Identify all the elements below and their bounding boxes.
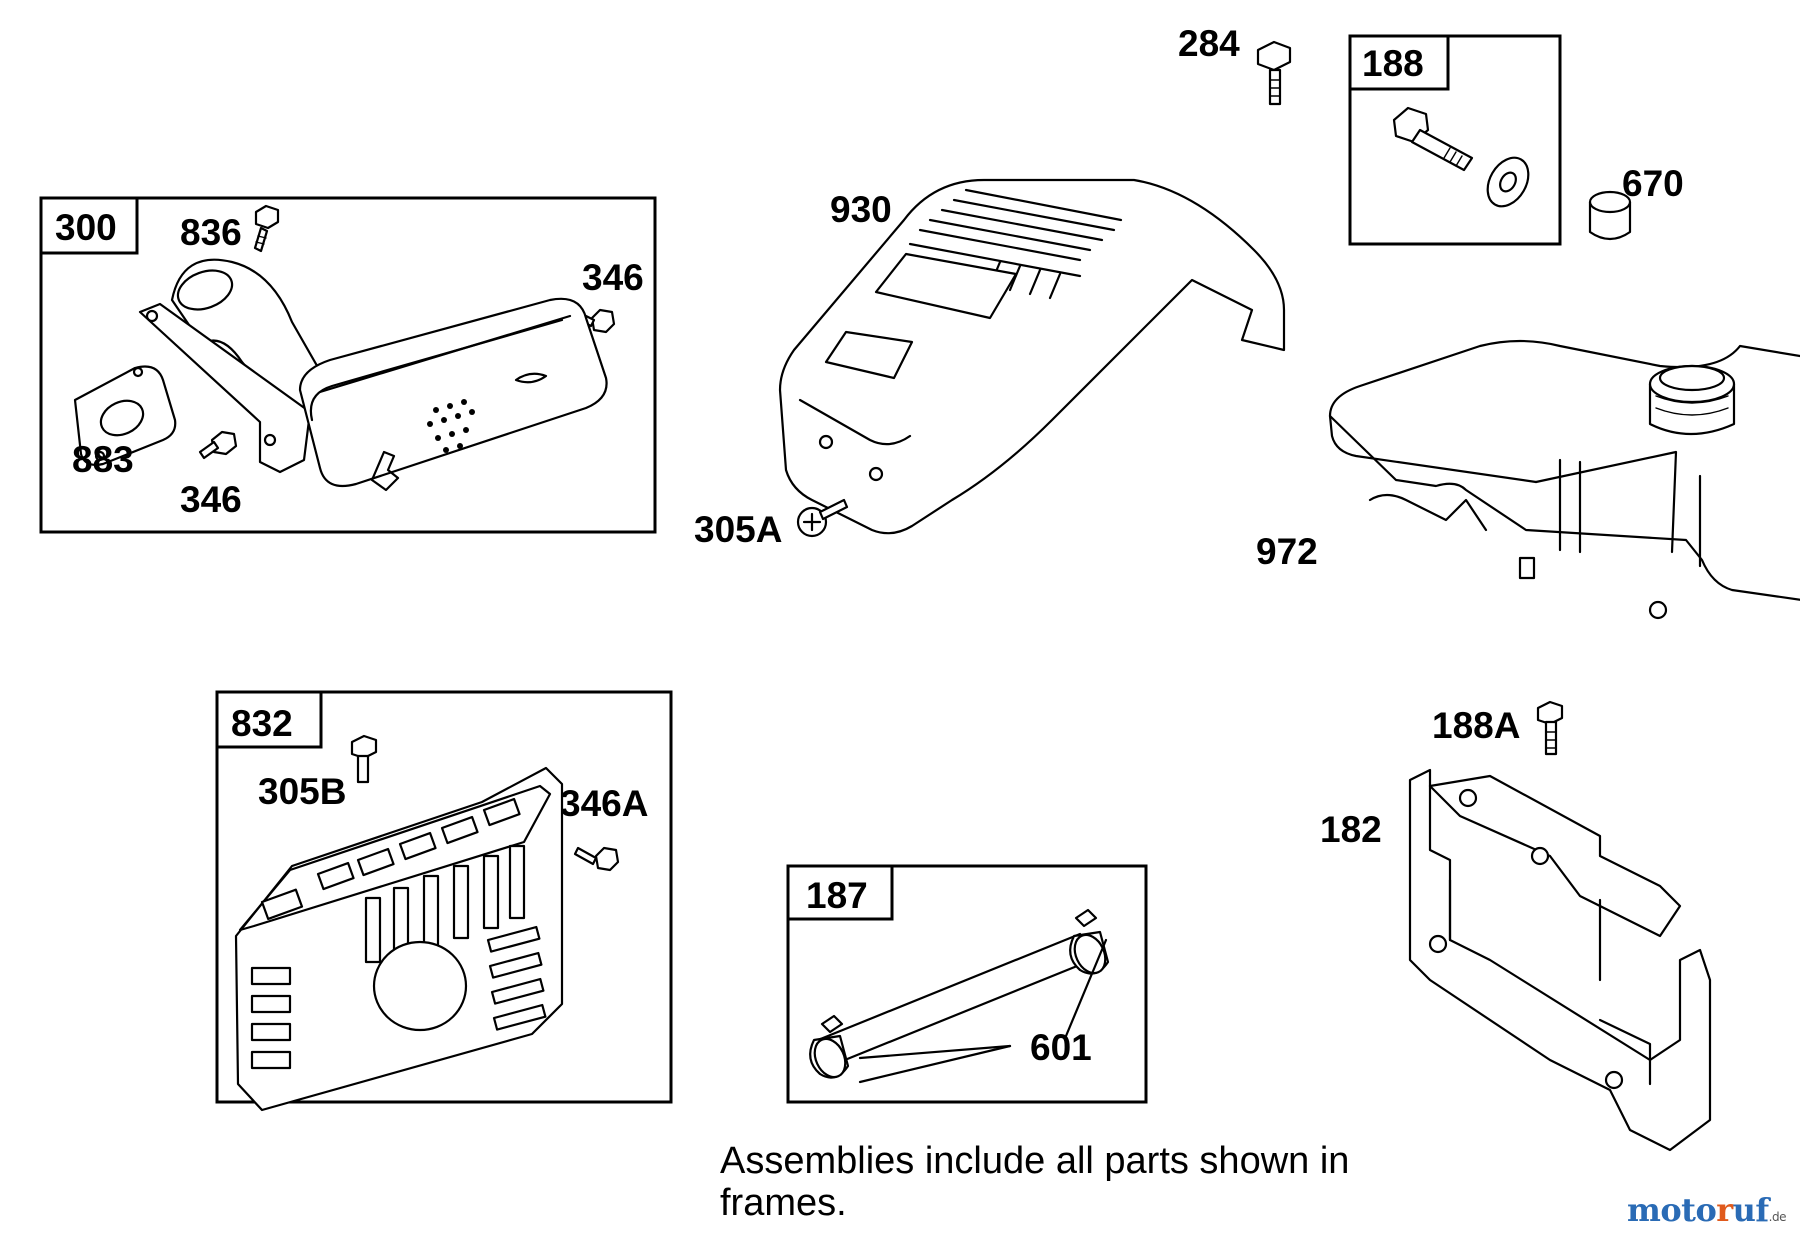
label-836: 836 — [180, 212, 242, 253]
screw-188A-drawing — [1536, 700, 1564, 756]
label-883: 883 — [72, 439, 134, 480]
label-670: 670 — [1622, 163, 1684, 204]
frame-188-tag — [1348, 34, 1450, 91]
frame-300-tag — [39, 196, 139, 255]
label-601: 601 — [1030, 1027, 1092, 1068]
label-284: 284 — [1178, 23, 1240, 64]
blower-housing-930-drawing — [778, 178, 1286, 535]
fuel-line-assembly-group: 187 601 — [786, 864, 1148, 1104]
fuel-line-601-drawing — [809, 908, 1110, 1079]
bolt-346-bottom-drawing — [198, 430, 238, 460]
screw-305B-drawing — [350, 734, 378, 784]
assembly-note: Assemblies include all parts shown in fr… — [720, 1140, 1350, 1224]
label-182: 182 — [1320, 809, 1382, 850]
label-346-top: 346 — [582, 257, 644, 298]
frame-188 — [1348, 34, 1562, 246]
muffler-holes — [427, 399, 475, 453]
label-972: 972 — [1256, 531, 1318, 572]
bolt-assembly-188-group: 188 — [1348, 34, 1562, 246]
screw-346A-drawing — [573, 846, 620, 872]
label-346A: 346A — [560, 783, 648, 824]
label-930: 930 — [830, 189, 892, 230]
label-346-bottom: 346 — [180, 479, 242, 520]
screw-305A-drawing — [796, 498, 849, 538]
watermark-part-2: r — [1716, 1191, 1733, 1229]
label-187: 187 — [806, 875, 868, 916]
gasket-883-drawing — [73, 365, 177, 466]
label-300: 300 — [55, 207, 117, 248]
muffler-body-drawing — [138, 258, 608, 492]
heat-shield-assembly-group: 832 305B 346A — [215, 690, 673, 1112]
shield-right-slots — [486, 925, 547, 1031]
fuel-tank-972-drawing — [1328, 339, 1800, 620]
bolt-284-drawing — [1256, 40, 1292, 106]
frame-832-tag — [215, 690, 323, 749]
muffler-assembly-group: 300 836 346 883 346 — [39, 196, 657, 534]
label-832: 832 — [231, 703, 293, 744]
watermark-part-3: uf — [1732, 1191, 1770, 1229]
label-305B: 305B — [258, 771, 346, 812]
heat-shield-body-drawing — [234, 766, 564, 1112]
label-188: 188 — [1362, 43, 1424, 84]
frame-832 — [215, 690, 673, 1104]
watermark-logo: motoruf.de — [1626, 1191, 1787, 1229]
frame-187 — [786, 864, 1148, 1104]
shield-top-slots — [260, 797, 521, 921]
frame-300 — [39, 196, 657, 534]
spacer-670-drawing — [1588, 190, 1632, 241]
watermark-part-1: moto — [1626, 1191, 1717, 1229]
leader-lines-601 — [858, 938, 1108, 1084]
frame-187-tag — [786, 864, 894, 921]
watermark-tld: .de — [1768, 1210, 1787, 1224]
bolt-836-drawing — [253, 204, 280, 253]
bracket-182-drawing — [1408, 768, 1712, 1152]
label-305A: 305A — [694, 509, 782, 550]
label-188A: 188A — [1432, 705, 1520, 746]
